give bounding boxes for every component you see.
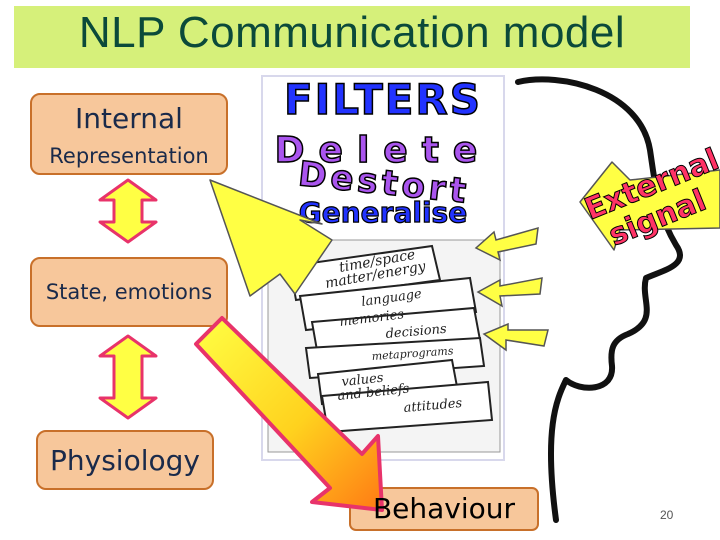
external-signal-arrow-icon — [579, 161, 720, 251]
card-metaprograms: metaprograms — [371, 344, 454, 363]
card-attitudes: attitudes — [403, 396, 463, 416]
page-title: NLP Communication model — [78, 8, 626, 57]
state-emotions-box — [30, 257, 228, 327]
input-arrow-1-icon — [474, 226, 539, 262]
double-arrow-bottom-icon — [98, 334, 158, 420]
state-emotions-label: State, emotions — [45, 280, 213, 304]
card-values: values — [341, 371, 385, 390]
physiology-label: Physiology — [50, 444, 200, 477]
filter-to-behaviour-arrow-icon — [194, 316, 384, 512]
filters-delete: Delete — [275, 130, 492, 171]
representation-label: Representation — [49, 144, 209, 168]
head-silhouette — [515, 76, 683, 523]
behaviour-label: Behaviour — [372, 492, 516, 525]
internal-label: Internal — [75, 102, 183, 135]
card-decisions: decisions — [385, 322, 448, 342]
double-arrow-top-icon — [98, 178, 158, 244]
page-number: 20 — [660, 508, 674, 522]
input-arrow-3-icon — [482, 322, 549, 352]
physiology-box — [36, 430, 214, 490]
filter-to-internal-arrow-icon — [209, 179, 333, 297]
filters-heading: FILTERS — [284, 75, 482, 124]
title-band — [14, 6, 690, 68]
input-arrow-2-icon — [476, 277, 543, 308]
internal-representation-box — [30, 93, 228, 175]
filters-generalise: Generalise — [299, 196, 467, 229]
behaviour-box — [349, 487, 539, 531]
